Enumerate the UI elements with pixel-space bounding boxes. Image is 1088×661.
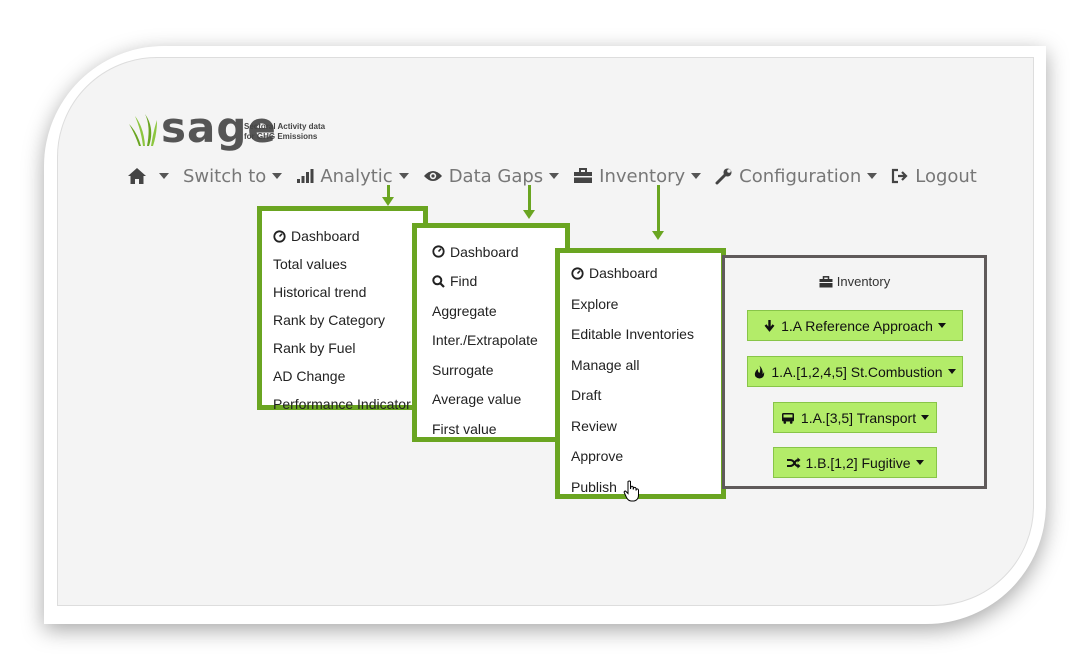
chevron-down-icon xyxy=(398,173,409,179)
nav-inventory-label: Inventory xyxy=(599,165,686,187)
nav-configuration[interactable]: Configuration xyxy=(715,165,878,187)
chevron-down-icon xyxy=(159,173,169,179)
analytic-dropdown-menu: Dashboard Total values Historical trend … xyxy=(257,206,428,412)
briefcase-icon xyxy=(573,168,593,184)
transport-button[interactable]: 1.A.[3,5] Transport xyxy=(773,402,937,433)
home-icon xyxy=(127,167,147,185)
chevron-down-icon xyxy=(937,323,946,328)
nav-logout[interactable]: Logout xyxy=(891,166,977,187)
analytic-menu-rank-by-category[interactable]: Rank by Category xyxy=(273,312,386,328)
nav-analytic[interactable]: Analytic xyxy=(296,165,409,187)
datagaps-menu-find[interactable]: Find xyxy=(432,267,565,297)
nav-analytic-label: Analytic xyxy=(320,165,393,187)
analytic-menu-historical-trend[interactable]: Historical trend xyxy=(273,284,367,300)
hand-pointer-cursor-icon xyxy=(623,480,639,502)
nav-logout-label: Logout xyxy=(915,165,977,187)
inventory-menu-explore[interactable]: Explore xyxy=(571,295,619,312)
nav-inventory[interactable]: Inventory xyxy=(573,165,702,187)
arrow-down-icon xyxy=(764,320,775,332)
inventory-menu-publish[interactable]: Publish xyxy=(571,478,617,495)
datagaps-menu-dashboard[interactable]: Dashboard xyxy=(432,237,565,267)
nav-data-gaps[interactable]: Data Gaps xyxy=(423,165,560,187)
datagaps-menu-first-value[interactable]: First value xyxy=(432,420,497,437)
tachometer-icon xyxy=(432,245,445,258)
eye-icon xyxy=(423,169,443,183)
analytic-menu-performance-indicator[interactable]: Performance Indicator xyxy=(273,396,411,412)
stationary-combustion-button[interactable]: 1.A.[1,2,4,5] St.Combustion xyxy=(747,356,963,387)
search-icon xyxy=(432,275,445,288)
nav-configuration-label: Configuration xyxy=(739,165,862,187)
reference-approach-button[interactable]: 1.A Reference Approach xyxy=(747,310,963,341)
analytic-menu-rank-by-fuel[interactable]: Rank by Fuel xyxy=(273,340,356,356)
inventory-menu-draft[interactable]: Draft xyxy=(571,387,602,404)
logo-tagline: Sectoral Activity data for GHG Emissions xyxy=(244,122,326,141)
analytic-menu-ad-change[interactable]: AD Change xyxy=(273,368,346,384)
chevron-down-icon xyxy=(915,460,924,465)
nav-data-gaps-label: Data Gaps xyxy=(448,165,544,187)
data-gaps-dropdown-menu: Dashboard Find Aggregate Inter./Extrapol… xyxy=(412,223,570,442)
annotation-arrow-analytic xyxy=(382,185,394,206)
random-shuffle-icon xyxy=(787,457,801,468)
nav-switch-to-label: Switch to xyxy=(183,165,267,187)
logo-wordmark: sage xyxy=(161,103,277,152)
datagaps-menu-aggregate[interactable]: Aggregate xyxy=(432,302,497,319)
chevron-down-icon xyxy=(867,173,878,179)
annotation-arrow-inventory xyxy=(652,185,664,240)
briefcase-icon xyxy=(819,275,833,287)
bar-chart-icon xyxy=(296,168,314,184)
chevron-down-icon xyxy=(272,173,283,179)
datagaps-menu-average-value[interactable]: Average value xyxy=(432,391,522,408)
inventory-panel: Inventory 1.A Reference Approach 1.A.[1,… xyxy=(722,255,987,489)
inventory-menu-manage-all[interactable]: Manage all xyxy=(571,356,640,373)
chevron-down-icon xyxy=(691,173,702,179)
wrench-icon xyxy=(715,167,733,185)
chevron-down-icon xyxy=(549,173,560,179)
chevron-down-icon xyxy=(921,415,930,420)
inventory-menu-dashboard[interactable]: Dashboard xyxy=(571,258,721,289)
sage-leaf-logo-icon xyxy=(129,114,157,146)
fugitive-button[interactable]: 1.B.[1,2] Fugitive xyxy=(773,447,937,478)
tachometer-icon xyxy=(571,267,584,280)
fire-icon xyxy=(755,365,765,378)
datagaps-menu-surrogate[interactable]: Surrogate xyxy=(432,361,494,378)
nav-home[interactable] xyxy=(127,167,169,185)
sign-out-icon xyxy=(891,168,909,184)
inventory-menu-approve[interactable]: Approve xyxy=(571,448,624,465)
bus-icon xyxy=(781,412,794,424)
annotation-arrow-data-gaps xyxy=(523,185,535,219)
analytic-menu-dashboard[interactable]: Dashboard xyxy=(273,222,423,250)
analytic-menu-total-values[interactable]: Total values xyxy=(273,256,347,272)
inventory-dropdown-menu: Dashboard Explore Editable Inventories M… xyxy=(555,248,726,499)
inventory-menu-editable-inventories[interactable]: Editable Inventories xyxy=(571,326,694,343)
inventory-menu-review[interactable]: Review xyxy=(571,417,617,434)
tachometer-icon xyxy=(273,229,286,243)
datagaps-menu-inter-extrapolate[interactable]: Inter./Extrapolate xyxy=(432,332,538,349)
inventory-panel-title: Inventory xyxy=(725,274,984,289)
chevron-down-icon xyxy=(947,369,956,374)
main-navbar: Switch to Analytic Data Gaps Inventory C… xyxy=(127,160,991,192)
nav-switch-to[interactable]: Switch to xyxy=(183,165,283,187)
